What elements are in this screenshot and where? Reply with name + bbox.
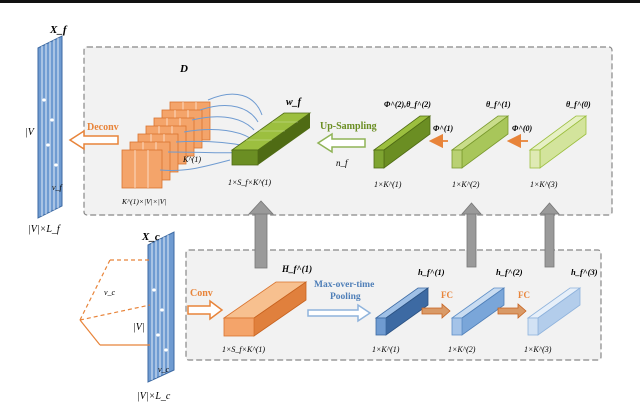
upsampling-arrow <box>316 132 366 154</box>
hf2-vector <box>450 287 506 336</box>
h2-label: h_f^(2) <box>496 267 523 277</box>
h3-label: h_f^(3) <box>571 267 598 277</box>
filter-dim-label: K^(1) <box>182 155 201 164</box>
wf-feature-block <box>230 112 312 166</box>
hf1-block <box>222 281 308 337</box>
h2-size-label: 1×K^(2) <box>448 345 476 354</box>
conv-window <box>79 259 151 346</box>
conv-label: Conv <box>190 288 213 299</box>
green-size-label: 1×K^(1) <box>374 180 402 189</box>
input-label-xc: X_c <box>141 231 160 243</box>
v-label-top: |V <box>25 127 36 138</box>
bottom-panel <box>185 249 602 361</box>
h3-size-label: 1×K^(3) <box>524 345 552 354</box>
gray-connector-left <box>248 200 274 269</box>
conv-arrow <box>187 299 224 321</box>
window-label: v_c <box>104 288 116 297</box>
pooling-arrow <box>307 303 372 323</box>
wf-size-label: 1×S_f×K^(1) <box>228 178 271 187</box>
fc2-arrow <box>497 303 527 319</box>
input-size-xf: |V|×L_f <box>28 224 61 235</box>
filter-size-label: K^(1)×|V|×|V| <box>121 197 166 206</box>
green-vector-dark <box>372 115 432 169</box>
upsampling-label: Up-Sampling <box>320 121 377 132</box>
phi1-label: Φ^(1) <box>433 124 454 133</box>
pool-label-1: Max-over-time <box>314 280 374 290</box>
h1-size-label: 1×K^(1) <box>372 345 400 354</box>
input-size-xc: |V|×L_c <box>137 391 171 402</box>
fc1-arrow <box>421 303 451 319</box>
hf1-label: H_f^(1) <box>281 264 312 274</box>
vc-label: v_c <box>158 365 170 374</box>
hf1-size-label: 1×S_f×K^(1) <box>222 345 265 354</box>
input-matrix-xf <box>37 35 63 219</box>
nf-label: n_f <box>336 158 349 168</box>
phi2-label: Φ^(2),θ_f^(2) <box>384 100 431 109</box>
hf1-vector <box>374 287 430 336</box>
wf-label: w_f <box>286 97 303 108</box>
deconv-arrow <box>68 129 119 151</box>
fc1-label: FC <box>441 290 453 300</box>
gray-connector-right <box>539 202 560 268</box>
mid-size-label: 1×K^(2) <box>452 180 480 189</box>
right-size-label: 1×K^(3) <box>530 180 558 189</box>
input-matrix-xc <box>147 231 175 383</box>
h1-label: h_f^(1) <box>418 267 445 277</box>
gray-connector-mid <box>461 202 482 268</box>
fc2-label: FC <box>518 290 530 300</box>
hf3-vector <box>526 287 582 336</box>
vf-label: v_f <box>52 183 64 192</box>
filter-connectors <box>159 93 263 171</box>
pool-label-2: Pooling <box>330 292 361 302</box>
filters-label-d: D <box>179 63 188 75</box>
input-label-xf: X_f <box>49 24 68 36</box>
green-vector-light <box>528 115 588 169</box>
green-vector-mid <box>450 115 510 169</box>
deconv-label: Deconv <box>87 122 119 133</box>
phi0-label: Φ^(0) <box>512 124 533 133</box>
top-rule <box>0 0 640 3</box>
theta1-label: θ_f^(1) <box>486 100 511 109</box>
v-label-bottom: |V| <box>133 322 145 333</box>
theta0-label: θ_f^(0) <box>566 100 591 109</box>
